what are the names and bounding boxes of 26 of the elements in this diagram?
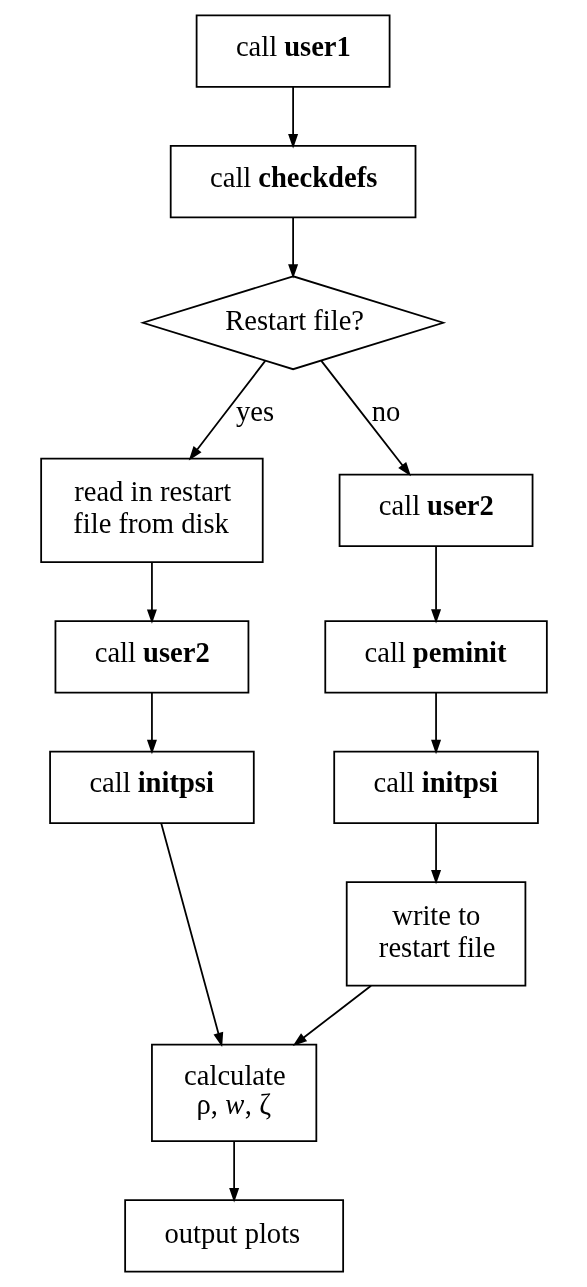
node-box: read in restart file from disk [39, 457, 264, 564]
arrow [287, 86, 298, 149]
edge-label: no [371, 395, 400, 427]
edge-label: yes [235, 395, 274, 427]
node-diamond: Restart file? [139, 275, 446, 371]
node-box: output plots [123, 1199, 344, 1273]
arrow [287, 216, 298, 279]
arrow [159, 822, 223, 1047]
arrow [146, 691, 157, 755]
arrow [430, 822, 441, 885]
node-box: calculate ρ, w, ζ [150, 1043, 317, 1143]
node-box: call initpsi [332, 750, 539, 824]
node-box: call initpsi [48, 750, 255, 824]
node-box: call user2 [54, 620, 249, 694]
arrow [228, 1141, 239, 1203]
arrow [319, 360, 411, 477]
arrow [146, 562, 157, 624]
arrow [188, 360, 266, 461]
arrow [430, 691, 441, 755]
node-box: write to restart file [345, 881, 526, 987]
arrow [292, 984, 372, 1046]
node-box: call user1 [195, 14, 390, 88]
node-box: call user2 [338, 473, 533, 547]
node-box: call peminit [323, 620, 548, 694]
arrow [430, 545, 441, 624]
node-box: call checkdefs [169, 144, 416, 219]
